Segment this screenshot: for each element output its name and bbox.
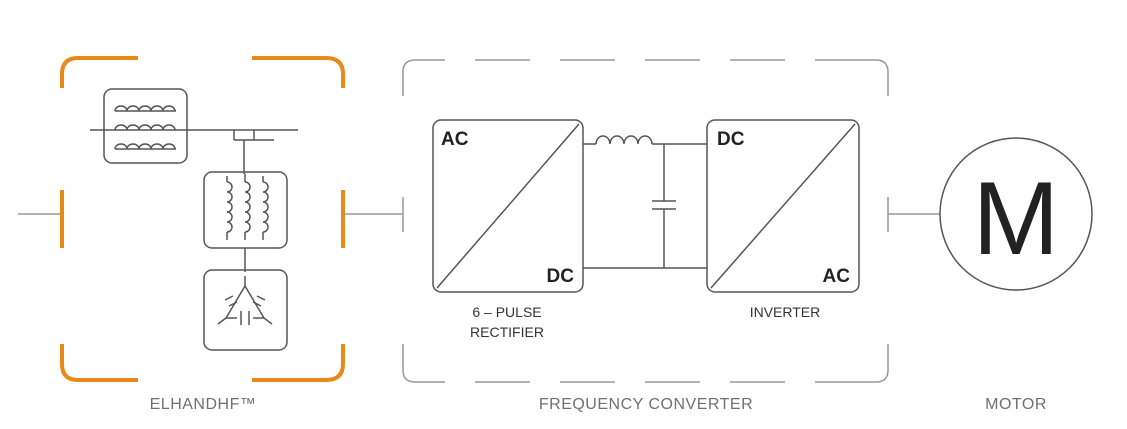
transformer-icon xyxy=(103,88,188,164)
caption-motor: MOTOR xyxy=(985,396,1047,413)
motor-symbol: M xyxy=(973,161,1060,277)
motor-icon: M xyxy=(939,137,1093,291)
rectifier-dc-label: DC xyxy=(547,266,575,287)
reactor-coils-icon xyxy=(203,171,288,249)
frequency-converter-bracket xyxy=(402,59,889,383)
inverter-caption: INVERTER xyxy=(750,304,821,320)
rectifier-caption-line1: 6 – PULSE xyxy=(472,304,541,320)
inverter-ac-label: AC xyxy=(823,266,851,287)
rectifier-caption-line2: RECTIFIER xyxy=(470,324,544,340)
delta-capacitor-icon xyxy=(203,269,288,351)
inductor-icon xyxy=(583,135,707,145)
tap-lines xyxy=(233,130,274,174)
capacitor-icon xyxy=(652,144,676,268)
inverter-dc-label: DC xyxy=(717,129,745,150)
rectifier-block: AC DC xyxy=(432,119,584,293)
caption-frequency-converter: FREQUENCY CONVERTER xyxy=(538,396,754,413)
caption-elhand: ELHANDHF™ xyxy=(149,396,257,413)
elhand-bracket xyxy=(60,56,345,382)
inverter-block: DC AC xyxy=(706,119,860,293)
rectifier-ac-label: AC xyxy=(441,129,469,150)
